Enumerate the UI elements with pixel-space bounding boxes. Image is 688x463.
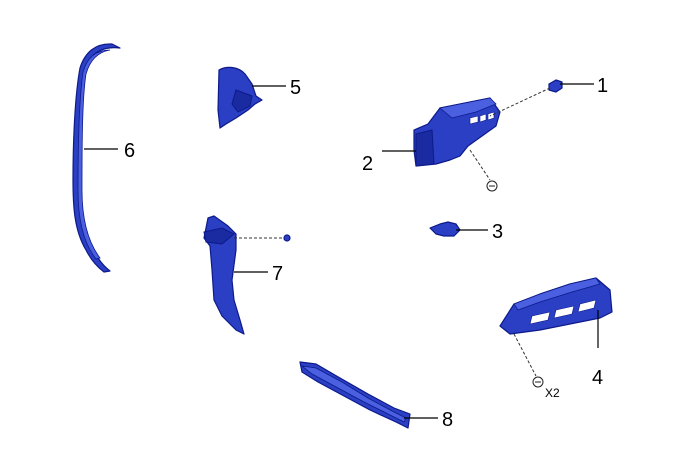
part-7-pillar-trim xyxy=(203,215,245,335)
part-8-scuff-plate xyxy=(299,361,411,429)
callout-8: 8 xyxy=(404,409,453,431)
part-1-clip xyxy=(548,79,563,93)
part-3-clip xyxy=(429,221,461,237)
callout-6: 6 xyxy=(84,140,135,162)
callout-label-1: 1 xyxy=(597,75,608,97)
leader-dashed-screw-4 xyxy=(513,333,537,377)
callout-7: 7 xyxy=(234,263,283,285)
callout-label-5: 5 xyxy=(290,77,301,99)
screw-icon xyxy=(486,180,498,192)
part-5-trim xyxy=(217,66,263,129)
callout-1: 1 xyxy=(560,75,608,97)
part-4-garnish xyxy=(499,277,613,335)
callout-2: 2 xyxy=(362,150,416,175)
quantity-note: X2 xyxy=(545,386,560,400)
part-7-clip xyxy=(283,234,291,242)
part-6-weatherstrip xyxy=(72,43,121,273)
callout-label-6: 6 xyxy=(124,140,135,162)
leader-dashed-1 xyxy=(489,87,551,117)
callout-5: 5 xyxy=(252,77,301,99)
callout-label-7: 7 xyxy=(272,263,283,285)
callout-label-3: 3 xyxy=(492,221,503,243)
callout-4: 4 xyxy=(592,310,603,389)
callout-label-8: 8 xyxy=(442,409,453,431)
callout-label-4: 4 xyxy=(592,367,603,389)
screw-icon-x2 xyxy=(532,376,544,388)
part-2-bracket xyxy=(413,97,501,167)
callout-3: 3 xyxy=(456,221,503,243)
callout-label-2: 2 xyxy=(362,153,373,175)
leader-dashed-screw-2 xyxy=(469,149,491,181)
